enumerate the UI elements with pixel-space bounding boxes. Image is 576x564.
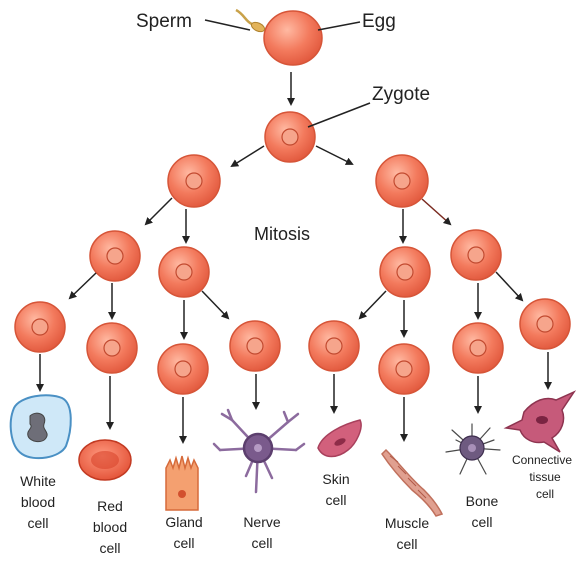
zygote-pointer-line	[308, 103, 370, 127]
daughter-cell	[230, 321, 280, 371]
egg-cell	[264, 11, 322, 65]
daughter-cell	[90, 231, 140, 281]
mitosis-label: Mitosis	[254, 224, 310, 244]
egg-label: Egg	[362, 11, 396, 32]
svg-text:Gland: Gland	[165, 514, 202, 530]
nerve-cell-label: Nerve cell	[243, 514, 281, 551]
svg-text:cell: cell	[471, 514, 492, 530]
daughter-cell	[451, 230, 501, 280]
skin-cell-label: Skin cell	[322, 471, 349, 508]
arrow	[496, 272, 522, 300]
daughter-cell	[376, 155, 428, 207]
svg-text:cell: cell	[536, 487, 554, 501]
skin-cell	[318, 420, 361, 457]
arrow	[422, 199, 450, 224]
svg-text:Connective: Connective	[512, 453, 572, 467]
gland-cell-label: Gland cell	[165, 514, 202, 551]
bone-cell	[446, 424, 500, 474]
svg-text:blood: blood	[93, 519, 127, 535]
connective-tissue-cell	[506, 392, 574, 452]
daughter-cell	[168, 155, 220, 207]
arrow	[70, 273, 96, 298]
nerve-cell	[214, 410, 304, 492]
white-blood-cell	[11, 395, 71, 458]
sperm-pointer-line	[205, 20, 250, 30]
svg-text:cell: cell	[251, 535, 272, 551]
white-blood-cell-label: White blood cell	[20, 473, 56, 531]
red-blood-cell-label: Red blood cell	[93, 498, 127, 556]
arrow	[202, 291, 228, 318]
arrow-zygote-right	[316, 146, 352, 164]
zygote-label: Zygote	[372, 84, 430, 105]
svg-text:cell: cell	[396, 536, 417, 552]
muscle-cell	[382, 450, 442, 516]
daughter-cell	[158, 344, 208, 394]
svg-text:Skin: Skin	[322, 471, 349, 487]
red-blood-cell	[79, 440, 131, 480]
daughter-cell	[309, 321, 359, 371]
svg-text:cell: cell	[27, 515, 48, 531]
daughter-cell	[380, 247, 430, 297]
arrow	[360, 291, 386, 318]
svg-text:Nerve: Nerve	[243, 514, 281, 530]
sperm-label: Sperm	[136, 11, 192, 32]
connective-tissue-cell-label: Connective tissue cell	[512, 453, 572, 501]
svg-text:Bone: Bone	[466, 493, 499, 509]
muscle-cell-label: Muscle cell	[385, 515, 430, 552]
daughter-cell	[379, 344, 429, 394]
svg-text:Red: Red	[97, 498, 123, 514]
zygote-cell	[265, 112, 315, 162]
gland-cell	[166, 456, 198, 510]
sperm-cell	[236, 10, 266, 34]
daughter-cell	[159, 247, 209, 297]
svg-text:tissue: tissue	[529, 470, 561, 484]
svg-text:White: White	[20, 473, 56, 489]
daughter-cell	[520, 299, 570, 349]
arrow	[146, 198, 172, 224]
svg-text:cell: cell	[325, 492, 346, 508]
daughter-cell	[453, 323, 503, 373]
svg-text:blood: blood	[21, 494, 55, 510]
daughter-cell	[15, 302, 65, 352]
daughter-cell	[87, 323, 137, 373]
svg-text:Muscle: Muscle	[385, 515, 430, 531]
egg-pointer-line	[318, 22, 360, 30]
svg-text:cell: cell	[99, 540, 120, 556]
bone-cell-label: Bone cell	[466, 493, 499, 530]
arrow-zygote-left	[232, 146, 264, 166]
svg-text:cell: cell	[173, 535, 194, 551]
